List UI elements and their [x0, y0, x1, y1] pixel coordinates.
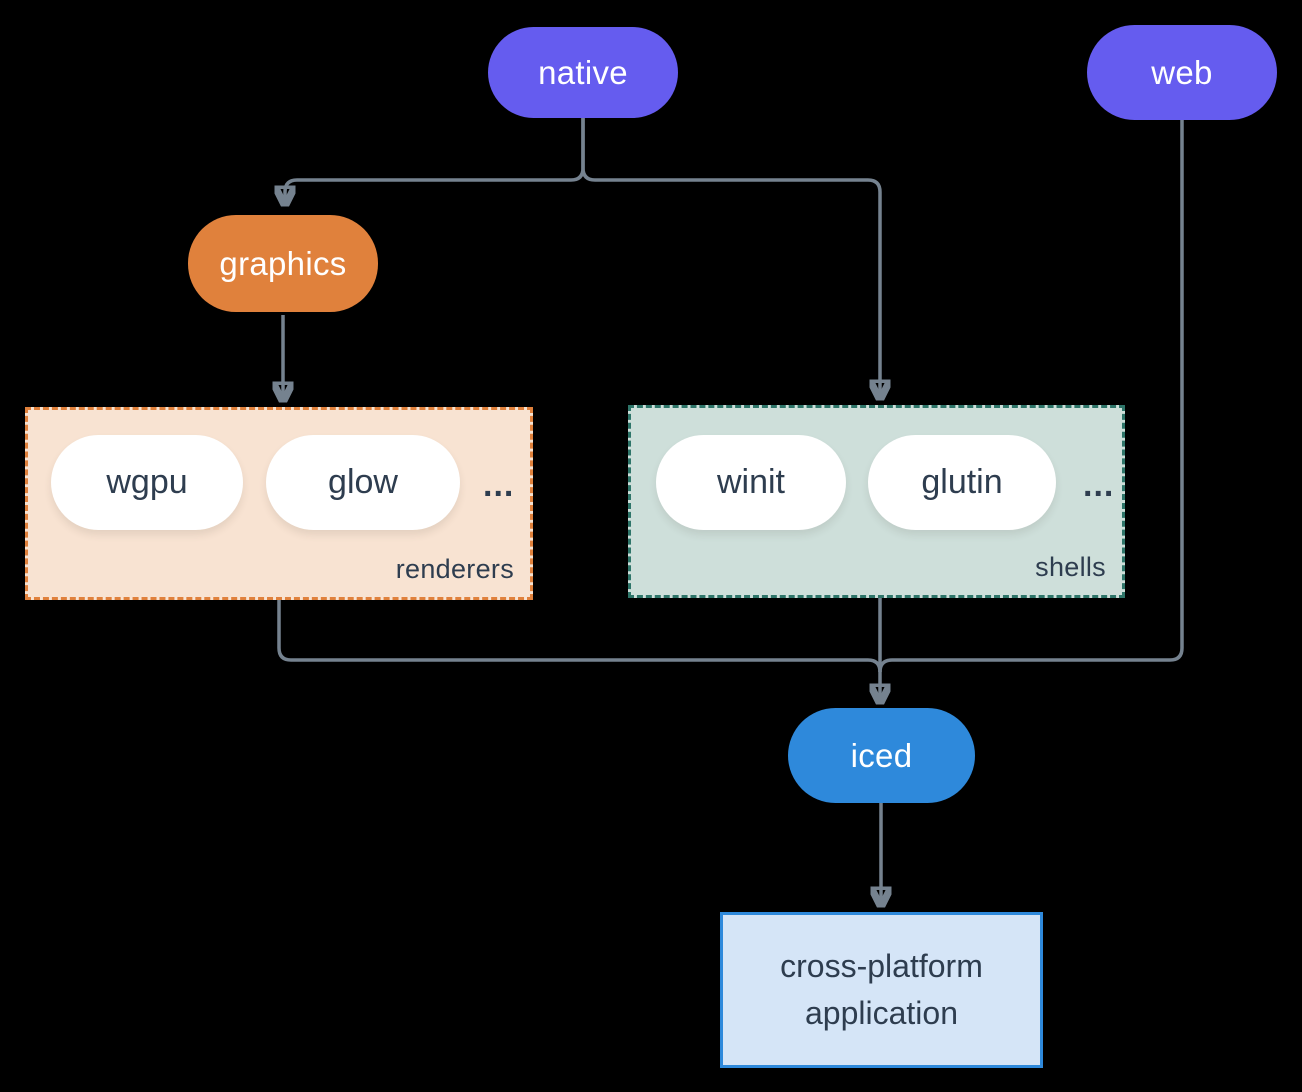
node-cross-platform-application: cross-platform application — [720, 912, 1043, 1068]
app-label-line1: cross-platform — [780, 948, 983, 984]
node-iced: iced — [788, 708, 975, 803]
edge-native-graphics — [285, 118, 585, 200]
edge-renderers-iced — [277, 600, 882, 673]
renderers-ellipsis: ... — [483, 466, 515, 504]
renderers-group-label: renderers — [395, 554, 514, 584]
node-wgpu: wgpu — [51, 435, 243, 530]
node-native: native — [488, 27, 678, 118]
group-shells: winit glutin ... shells — [628, 405, 1125, 598]
node-glutin-label: glutin — [921, 463, 1003, 501]
shells-ellipsis: ... — [1083, 466, 1115, 504]
shells-group-label: shells — [1035, 552, 1106, 582]
node-glutin: glutin — [868, 435, 1056, 530]
node-winit-label: winit — [716, 463, 786, 501]
node-glow-label: glow — [328, 463, 398, 501]
node-wgpu-label: wgpu — [106, 463, 188, 501]
node-glow: glow — [266, 435, 460, 530]
node-native-label: native — [538, 53, 628, 91]
node-winit: winit — [656, 435, 846, 530]
node-graphics-label: graphics — [219, 244, 347, 282]
edge-native-shells — [581, 118, 880, 394]
node-web: web — [1087, 25, 1277, 120]
app-label-line2: application — [805, 995, 958, 1031]
group-renderers: wgpu glow ... renderers — [25, 407, 533, 600]
node-iced-label: iced — [850, 736, 913, 774]
node-web-label: web — [1151, 53, 1213, 91]
node-graphics: graphics — [188, 215, 378, 312]
